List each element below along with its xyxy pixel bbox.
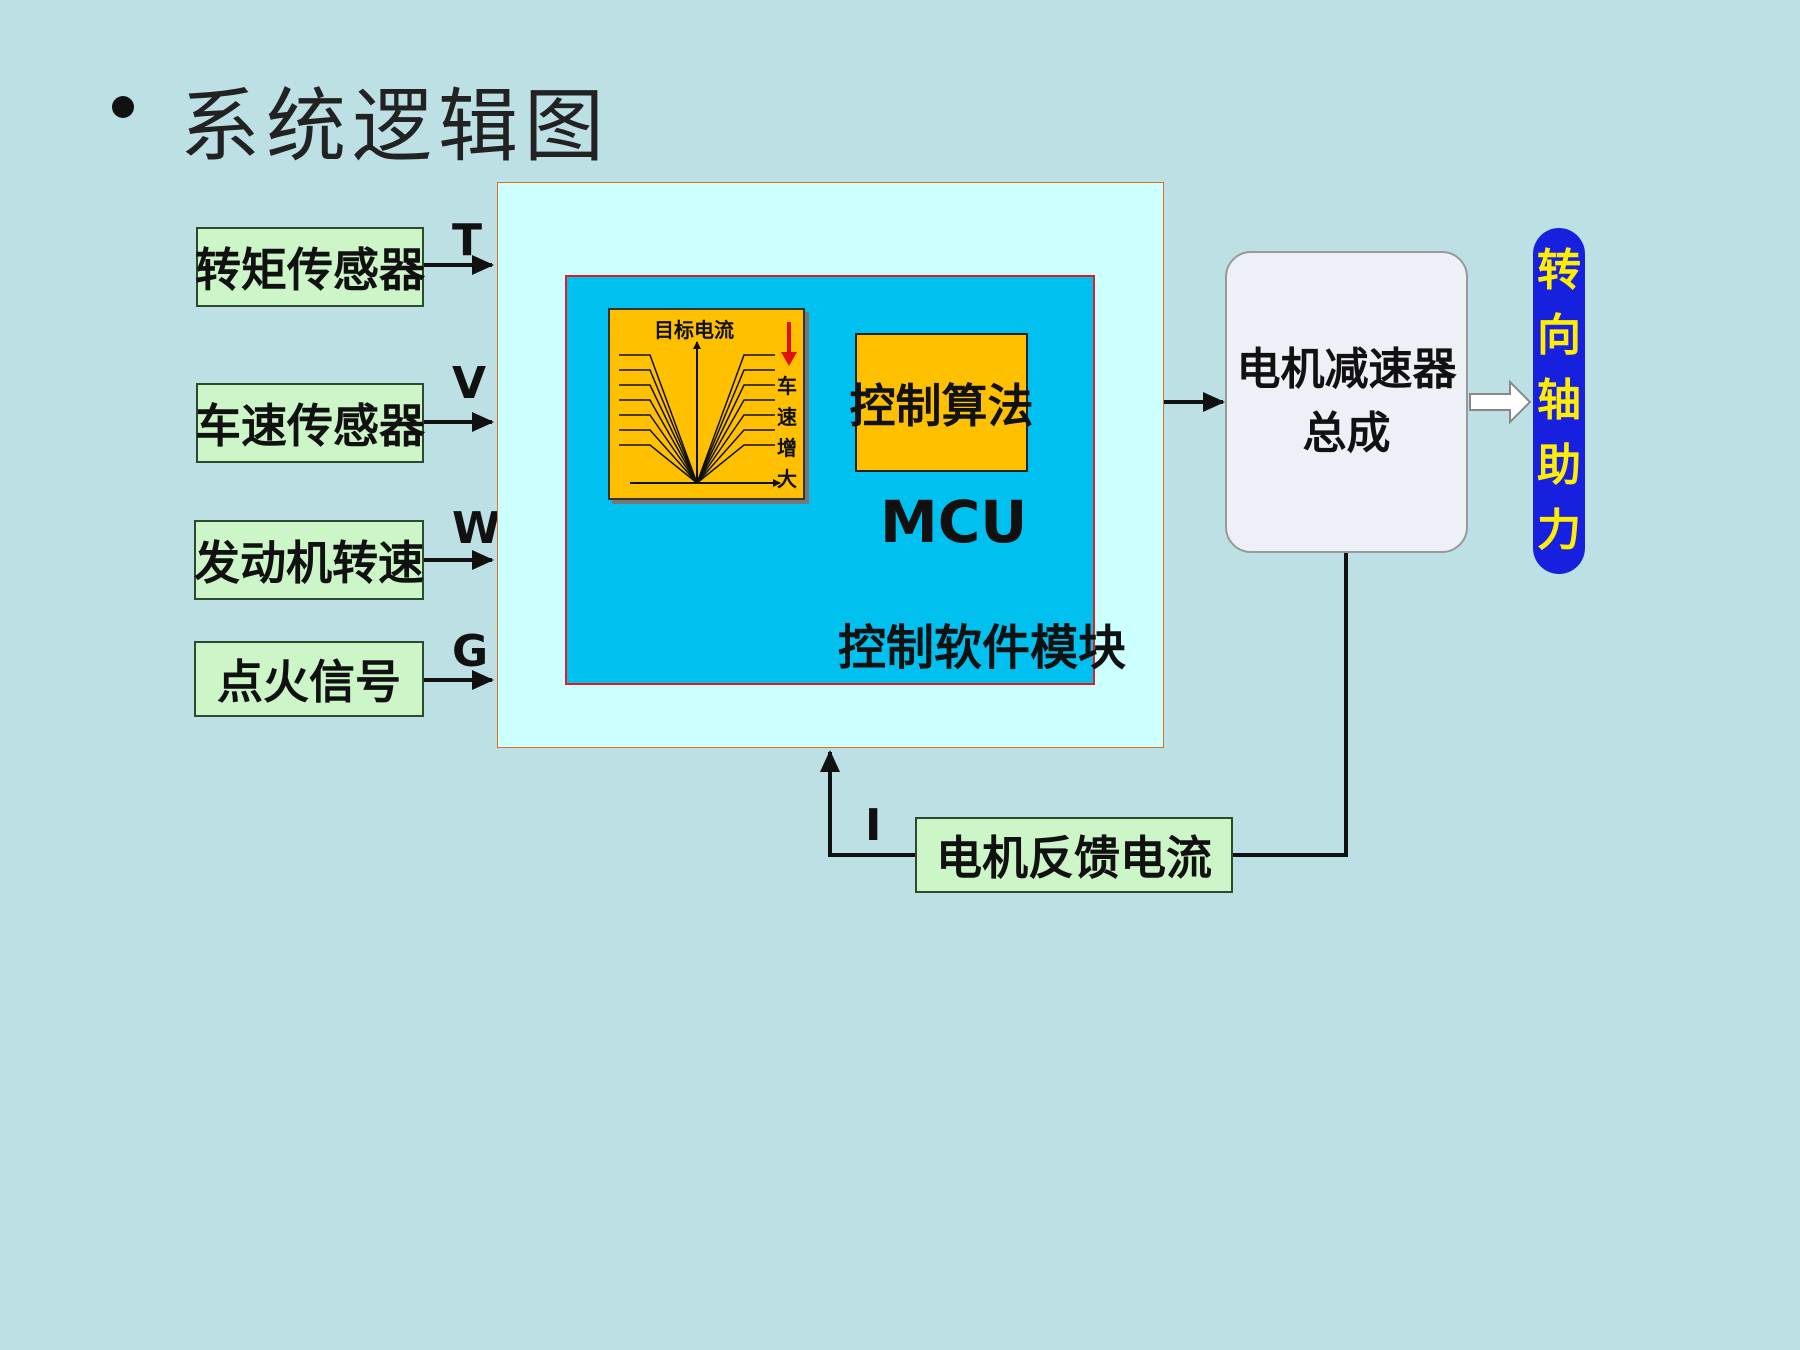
- graph-curve-left-6: [619, 429, 698, 484]
- signal-g-label: G: [452, 626, 489, 677]
- graph-curve-right-1: [696, 354, 775, 484]
- signal-w-label: W: [452, 503, 501, 554]
- signal-i-label: I: [865, 800, 882, 851]
- mcu-label: MCU: [880, 488, 1028, 556]
- graph-title: 目标电流: [654, 318, 734, 342]
- steering-assist-box: 转 向 轴 助 力: [1533, 228, 1585, 574]
- motor-reducer-line2: 总成: [1302, 408, 1391, 459]
- graph-curve-left-4: [619, 399, 698, 484]
- graph-curve-left-3: [619, 384, 698, 484]
- graph-curve-left-7: [619, 444, 698, 484]
- motor-feedback-current-label: 电机反馈电流: [936, 831, 1212, 885]
- hollow-arrow-to-assist: [1469, 379, 1532, 425]
- vehicle-speed-sensor-label: 车速传感器: [195, 399, 425, 453]
- graph-curve-left-1: [619, 354, 698, 484]
- graph-curve-right-3: [696, 384, 775, 484]
- graph-curve-left-2: [619, 369, 698, 484]
- assist-char-4: 助: [1537, 440, 1581, 491]
- vehicle-speed-sensor-box: 车速传感器: [195, 383, 425, 463]
- graph-curve-right-6: [696, 429, 775, 484]
- motor-reducer-box: 电机减速器 总成: [1225, 251, 1468, 553]
- engine-speed-box: 发动机转速: [194, 520, 424, 600]
- control-algorithm-label: 控制算法: [849, 378, 1034, 433]
- assist-char-2: 向: [1537, 310, 1581, 361]
- graph-curve-right-4: [696, 399, 775, 484]
- graph-side-char-1: 车: [777, 374, 797, 398]
- speed-increase-arrowhead: [781, 352, 797, 366]
- ignition-signal-label: 点火信号: [217, 655, 401, 709]
- control-algorithm-box: 控制算法: [850, 333, 1034, 472]
- motor-feedback-current-box: 电机反馈电流: [915, 817, 1233, 893]
- motor-reducer-line1: 电机减速器: [1236, 344, 1457, 395]
- torque-sensor-box: 转矩传感器: [195, 227, 425, 307]
- signal-v-label: V: [452, 358, 487, 409]
- assist-char-1: 转: [1537, 245, 1581, 296]
- graph-curve-right-2: [696, 369, 775, 484]
- torque-sensor-label: 转矩传感器: [195, 243, 425, 297]
- graph-curve-left-5: [619, 414, 698, 484]
- ignition-signal-box: 点火信号: [194, 641, 424, 717]
- graph-side-char-3: 增: [777, 436, 797, 460]
- graph-curve-right-7: [696, 444, 775, 484]
- assist-char-3: 轴: [1537, 375, 1581, 426]
- page-title: 系统逻辑图: [180, 80, 610, 173]
- engine-speed-label: 发动机转速: [194, 536, 424, 590]
- graph-side-char-4: 大: [777, 467, 797, 491]
- feedback-line-to-controller: [820, 750, 915, 857]
- graph-side-char-2: 速: [777, 405, 797, 429]
- assist-char-5: 力: [1537, 505, 1581, 556]
- title-bullet: [112, 96, 134, 118]
- graph-curve-right-5: [696, 414, 775, 484]
- feedback-line-from-motor: [1233, 553, 1348, 857]
- software-module-label: 控制软件模块: [838, 620, 1127, 676]
- signal-t-label: T: [452, 215, 483, 266]
